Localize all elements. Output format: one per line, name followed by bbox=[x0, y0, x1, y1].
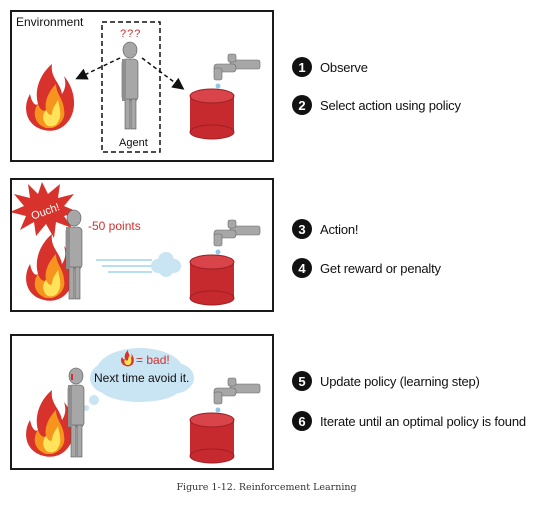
panel-action: Ouch! -50 points bbox=[10, 178, 274, 312]
panel-observe-scene: Environment ??? Agent bbox=[16, 15, 261, 153]
environment-label: Environment bbox=[16, 15, 84, 29]
step-number: 5 bbox=[292, 371, 312, 391]
observe-fire-arrow bbox=[75, 57, 121, 80]
small-fire-icon bbox=[121, 350, 134, 367]
step-number: 3 bbox=[292, 219, 312, 239]
step-update-policy: 5 Update policy (learning step) bbox=[292, 370, 480, 392]
fire-icon bbox=[26, 390, 75, 457]
points-label: -50 points bbox=[88, 219, 141, 233]
step-iterate: 6 Iterate until an optimal policy is fou… bbox=[292, 410, 526, 432]
fire-icon bbox=[26, 64, 75, 131]
figure-caption: Figure 1-12. Reinforcement Learning bbox=[176, 482, 357, 493]
faucet-icon bbox=[213, 219, 261, 255]
step-label: Update policy (learning step) bbox=[320, 373, 480, 389]
agent-figure bbox=[67, 367, 85, 458]
step-number: 6 bbox=[292, 411, 312, 431]
agent-figure bbox=[65, 209, 83, 300]
observe-water-arrow bbox=[141, 57, 185, 90]
bubble-line1: = bad! bbox=[136, 353, 170, 367]
panel-observe: Environment ??? Agent bbox=[10, 10, 274, 162]
agent-figure bbox=[121, 41, 139, 130]
barrel-icon bbox=[189, 412, 235, 464]
step-label: Select action using policy bbox=[320, 97, 461, 113]
step-label: Iterate until an optimal policy is found bbox=[320, 413, 526, 429]
step-number: 2 bbox=[292, 95, 312, 115]
barrel-icon bbox=[189, 88, 235, 140]
bubble-line2: Next time avoid it. bbox=[94, 371, 189, 385]
step-label: Get reward or penalty bbox=[320, 260, 441, 276]
step-label: Action! bbox=[320, 221, 359, 237]
step-reward: 4 Get reward or penalty bbox=[292, 257, 441, 279]
step-number: 1 bbox=[292, 57, 312, 77]
agent-box bbox=[101, 21, 161, 153]
step-number: 4 bbox=[292, 258, 312, 278]
faucet-icon bbox=[213, 53, 261, 89]
step-action: 3 Action! bbox=[292, 218, 359, 240]
panel-action-scene: Ouch! -50 points bbox=[12, 182, 261, 306]
cloud-puff bbox=[151, 252, 181, 277]
thought-bubble bbox=[83, 348, 194, 411]
panel-update: = bad! Next time avoid it. bbox=[10, 334, 274, 470]
step-observe: 1 Observe bbox=[292, 56, 368, 78]
step-label: Observe bbox=[320, 59, 368, 75]
agent-label: Agent bbox=[119, 137, 148, 149]
faucet-icon bbox=[213, 377, 261, 413]
step-select-action: 2 Select action using policy bbox=[292, 94, 461, 116]
panel-update-scene: = bad! Next time avoid it. bbox=[26, 348, 261, 464]
motion-lines bbox=[96, 259, 152, 273]
ouch-burst: Ouch! bbox=[12, 182, 78, 238]
question-marks: ??? bbox=[120, 28, 141, 40]
fire-icon bbox=[26, 234, 75, 301]
barrel-icon bbox=[189, 254, 235, 306]
